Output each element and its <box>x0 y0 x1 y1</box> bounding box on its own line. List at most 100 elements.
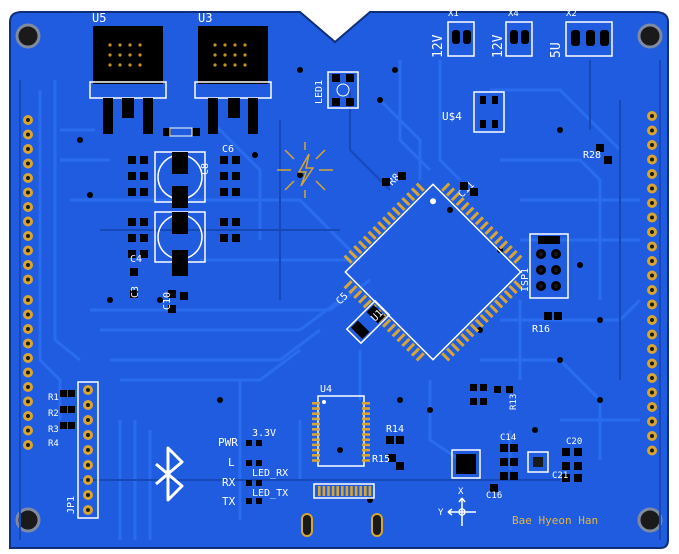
label-isp1: ISP1 <box>520 268 531 292</box>
qfp-pin <box>386 323 397 333</box>
header-pin-hole <box>650 143 654 147</box>
qfp-pin <box>474 216 484 226</box>
label-led-rx: LED_RX <box>252 468 288 479</box>
label-x4: X4 <box>508 9 519 19</box>
chip-pin <box>362 407 370 410</box>
header-pin-hole <box>650 390 654 395</box>
label-c6: C6 <box>222 144 234 155</box>
header-pin-hole <box>26 312 30 317</box>
header-pin-hole <box>650 215 654 220</box>
header-pin-hole <box>26 118 30 122</box>
label-u5: U5 <box>92 11 106 25</box>
label-5u: 5U <box>549 42 564 58</box>
label-r14: R14 <box>386 424 404 435</box>
label-c10: C10 <box>162 292 173 310</box>
regulator-u3 <box>194 26 272 134</box>
header-pin-hole <box>650 244 654 249</box>
chip-pin <box>312 412 320 415</box>
qfp-pin <box>353 289 363 299</box>
label-r13: R13 <box>509 394 519 410</box>
label-r28: R28 <box>583 150 601 161</box>
chip-pin <box>362 422 370 426</box>
header-pin-hole <box>86 463 90 467</box>
label-c8: C8 <box>200 163 211 175</box>
passives-sensor <box>470 384 582 492</box>
header-pin-hole <box>650 259 654 263</box>
qfp-pin <box>357 294 368 304</box>
chip-pin <box>312 459 320 462</box>
qfp-pin <box>513 280 523 290</box>
qfp-pin <box>441 352 451 362</box>
qfp-pin <box>386 211 397 221</box>
label-axis-y: Y <box>438 508 444 518</box>
qfp-pin <box>410 187 421 197</box>
qfp-pin <box>450 192 460 202</box>
header-pin-hole <box>86 433 90 437</box>
qfp-pin <box>503 289 513 299</box>
header-pin-hole <box>26 263 30 267</box>
header-pin-hole <box>86 493 90 497</box>
header-pin-hole <box>650 114 654 118</box>
chip-pin <box>362 433 370 436</box>
qfp-pin <box>494 235 504 245</box>
usb-pin <box>341 486 344 496</box>
qfp-pin <box>377 221 387 231</box>
usb-pin <box>350 486 353 496</box>
header-pin-hole <box>26 341 30 346</box>
qfp-pin <box>372 225 382 236</box>
resistors-r14-r15 <box>386 436 404 470</box>
qfp-pin <box>343 280 353 290</box>
chip-qfn-imu <box>451 449 481 479</box>
header-pin-hole <box>26 385 30 389</box>
header-jp1 <box>77 381 99 519</box>
qfp-pin <box>469 211 480 221</box>
qfp-pin <box>460 333 470 343</box>
chip-pin <box>312 454 320 457</box>
chip-pin <box>362 448 370 452</box>
usb-pin <box>364 486 367 496</box>
chip-pin <box>312 433 320 436</box>
qfp-pin <box>508 284 518 295</box>
header-pin-hole <box>650 230 654 234</box>
header-pin-hole <box>650 419 654 424</box>
board-edge <box>9 11 669 549</box>
board-outline <box>10 12 668 548</box>
qfp-pin <box>391 328 401 338</box>
connector-x1 <box>447 21 475 57</box>
usb-connector <box>301 483 383 537</box>
header-pin-hole <box>26 219 30 224</box>
chip-pin <box>312 448 320 452</box>
chip-qfn-small <box>527 451 549 473</box>
label-12v-a: 12V <box>431 34 446 58</box>
qfp-pin <box>348 284 358 295</box>
qfp-pin <box>503 245 513 255</box>
usb-pin <box>331 486 335 496</box>
isp-header <box>529 233 569 299</box>
usb-pin <box>354 486 358 496</box>
header-pin-hole <box>86 388 90 392</box>
usb-pin <box>336 486 339 496</box>
label-jp1: JP1 <box>66 496 77 514</box>
header-right <box>647 111 657 456</box>
qfp-pin <box>401 196 411 207</box>
label-c21: C21 <box>552 471 568 481</box>
header-pin-hole <box>86 418 90 422</box>
chip-u4 <box>312 395 370 467</box>
connector-x4 <box>505 21 533 57</box>
header-pin-hole <box>26 356 30 360</box>
label-r15: R15 <box>372 454 390 465</box>
label-led-tx: LED_TX <box>252 488 288 499</box>
qfp-pin <box>498 240 509 250</box>
header-pin-hole <box>650 186 654 191</box>
label-x2: X2 <box>566 9 577 19</box>
resistors-r1-r4 <box>60 390 75 429</box>
designer-credit: Bae Hyeon Han <box>512 514 598 527</box>
header-pin-hole <box>650 332 654 337</box>
qfp-pin <box>391 206 401 216</box>
qfp-pin <box>489 230 499 240</box>
qfp-pin <box>450 342 460 352</box>
chip-pin <box>312 428 320 431</box>
label-u4: U4 <box>320 384 332 395</box>
header-pin-hole <box>26 327 30 331</box>
qfp-pin <box>362 235 372 245</box>
